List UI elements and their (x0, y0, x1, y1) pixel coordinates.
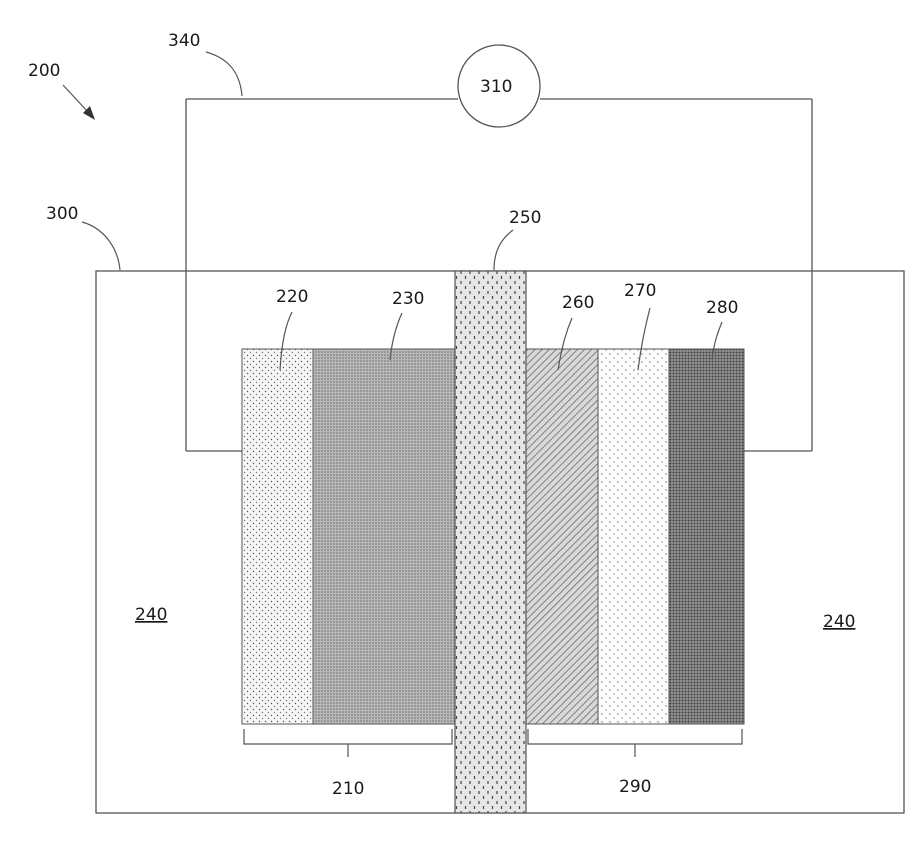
label-electrolyte-left: 240 (135, 605, 167, 625)
assembly-arrow (63, 85, 95, 120)
label-group-left: 210 (332, 779, 364, 799)
separator (455, 271, 526, 813)
label-group-right: 290 (619, 777, 651, 797)
label-lead-wire: 340 (168, 31, 200, 51)
label-power-source: 310 (480, 77, 512, 97)
label-assembly: 200 (28, 61, 60, 81)
label-270: 270 (624, 281, 656, 301)
label-electrolyte-right: 240 (823, 612, 855, 632)
label-230: 230 (392, 289, 424, 309)
layer-280 (669, 349, 744, 724)
layer-270 (598, 349, 669, 724)
label-260: 260 (562, 293, 594, 313)
layer-230 (313, 349, 455, 724)
layer-260 (526, 349, 598, 724)
label-housing: 300 (46, 204, 78, 224)
layer-220 (242, 349, 313, 724)
label-280: 280 (706, 298, 738, 318)
label-220: 220 (276, 287, 308, 307)
label-separator: 250 (509, 208, 541, 228)
